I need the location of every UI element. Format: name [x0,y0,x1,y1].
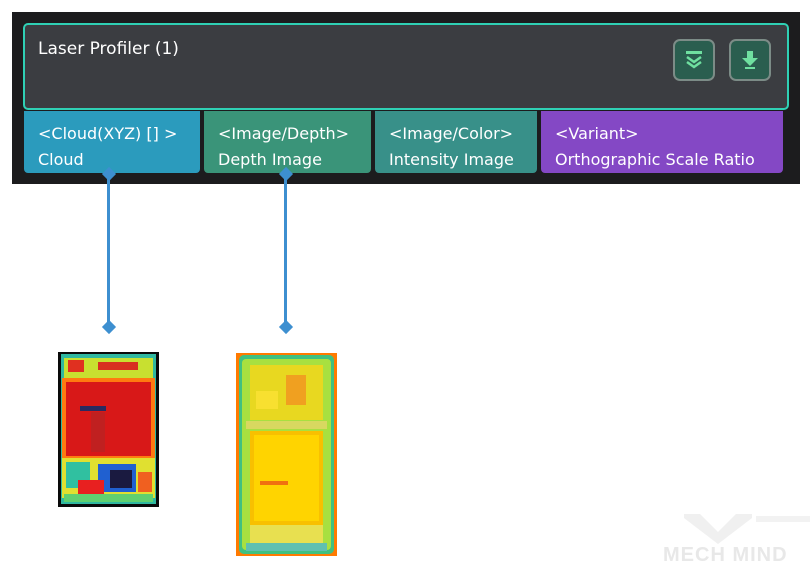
port-type: <Cloud(XYZ) [] > [38,124,178,143]
connector-wire-cloud[interactable] [107,175,110,327]
port-name: Depth Image [218,150,322,169]
download-button[interactable] [729,39,771,81]
port-intensity-image[interactable]: <Image/Color> Intensity Image [375,111,537,173]
port-name: Intensity Image [389,150,514,169]
port-type: <Image/Depth> [218,124,350,143]
depth-image-preview[interactable] [236,353,337,560]
port-cloud[interactable]: <Cloud(XYZ) [] > Cloud [24,111,200,173]
port-type: <Variant> [555,124,639,143]
point-cloud-preview[interactable] [58,352,159,511]
connector-end-depth[interactable] [278,319,294,335]
port-depth-image[interactable]: <Image/Depth> Depth Image [204,111,371,173]
port-name: Cloud [38,150,84,169]
collapse-button[interactable] [673,39,715,81]
mech-mind-logo [660,510,812,567]
connector-end-cloud[interactable] [101,319,117,335]
port-orthographic-scale-ratio[interactable]: <Variant> Orthographic Scale Ratio [541,111,783,173]
node-header[interactable]: Laser Profiler (1) [23,23,789,110]
port-type: <Image/Color> [389,124,514,143]
port-name: Orthographic Scale Ratio [555,150,755,169]
watermark-text: MECH MIND [663,544,788,566]
node-title: Laser Profiler (1) [38,39,179,59]
connector-wire-depth[interactable] [284,175,287,327]
laser-profiler-node[interactable]: Laser Profiler (1) <Cloud(XYZ) [12,12,800,184]
